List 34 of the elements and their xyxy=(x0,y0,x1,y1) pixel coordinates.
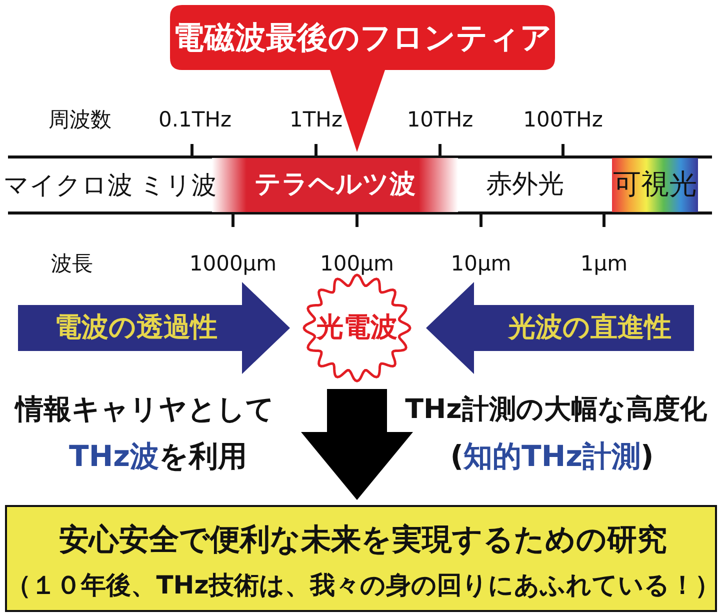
result-box xyxy=(5,505,717,612)
statement-text: 知的THz計測 xyxy=(464,439,640,474)
node-label: 電磁波最後のフロンティア xyxy=(173,20,552,56)
node-label: テラヘルツ波 xyxy=(254,170,416,200)
statement-text: を利用 xyxy=(158,439,247,474)
band-label: 赤外光 xyxy=(486,170,564,200)
tick-label: 100μm xyxy=(320,252,394,276)
statement-text: THz波 xyxy=(69,439,159,474)
node-label: 光波の直進性 xyxy=(508,313,672,343)
statement-text: THz計測の大幅な高度化 xyxy=(405,395,707,425)
tick-label: 100THz xyxy=(523,108,603,132)
tick-label: 10THz xyxy=(406,108,474,132)
axis-title: 波長 xyxy=(51,252,93,276)
node-label: 可視光 xyxy=(613,170,697,200)
box-heading: 安心安全で便利な未来を実現するための研究 xyxy=(59,524,667,556)
block-arrow xyxy=(426,282,694,374)
node-label: 光電波 xyxy=(316,313,398,343)
statement-text: 情報キャリヤとして xyxy=(16,394,274,426)
axis-title: 周波数 xyxy=(48,108,112,132)
statement-text: ( xyxy=(450,439,464,474)
block-arrow xyxy=(18,282,290,374)
band-label: ミリ波 xyxy=(140,171,216,199)
block-arrow xyxy=(301,389,413,500)
tick-label: 1000μm xyxy=(189,252,277,276)
tick-label: 1THz xyxy=(290,108,342,132)
box-note: （１０年後、THz技術は、我々の身の回りにあふれている！） xyxy=(6,571,720,599)
tick-label: 1μm xyxy=(580,252,628,276)
spectrum-band xyxy=(612,158,698,212)
band-label: マイクロ波 xyxy=(4,171,132,199)
tick-label: 10μm xyxy=(450,252,512,276)
node-label: 電波の透過性 xyxy=(54,313,218,343)
tick-label: 0.1THz xyxy=(158,108,232,132)
statement-text: ) xyxy=(640,439,654,474)
starburst xyxy=(302,273,412,383)
